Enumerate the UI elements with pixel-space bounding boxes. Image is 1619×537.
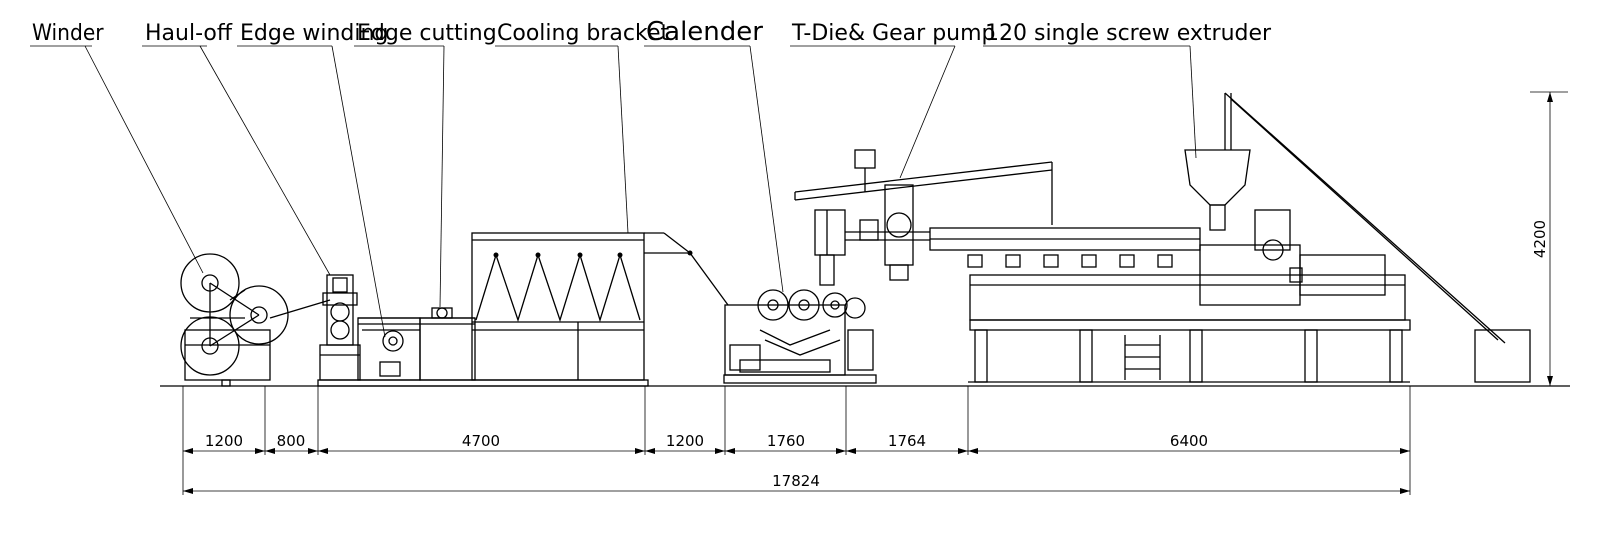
haul-off-machine	[319, 274, 361, 381]
calender-machine	[723, 210, 877, 384]
t-die-gear-pump	[794, 149, 1053, 281]
label-extruder: 120 single screw extruder	[985, 21, 1272, 46]
label-cooling-bracket: Cooling bracket	[497, 21, 669, 46]
label-t-die-gear-pump: T-Die& Gear pump	[791, 21, 996, 46]
labels: Winder Haul-off Edge winding Edge cuttin…	[32, 17, 1272, 47]
dim-cooling: 4700	[462, 432, 500, 450]
label-calender: Calender	[646, 17, 763, 47]
dim-haul-off: 800	[277, 432, 306, 450]
hopper-loader	[1224, 92, 1531, 383]
dim-calender: 1760	[767, 432, 805, 450]
label-edge-winding: Edge winding	[240, 21, 388, 46]
dim-height: 4200	[1531, 220, 1549, 258]
dim-t-die: 1764	[888, 432, 926, 450]
dim-extruder: 6400	[1170, 432, 1208, 450]
dim-total-length: 17824	[772, 472, 820, 490]
dimension-lines	[182, 91, 1568, 495]
extruder-machine	[929, 149, 1411, 383]
winder-machine	[180, 253, 331, 387]
dimension-arrows	[183, 92, 1553, 494]
dim-winder: 1200	[205, 432, 243, 450]
label-winder: Winder	[32, 19, 104, 45]
leader-lines	[84, 45, 1197, 338]
cooling-bracket	[317, 232, 729, 387]
edge-cutting-machine	[358, 307, 476, 381]
label-haul-off: Haul-off	[145, 21, 233, 46]
edge-winding-machine	[357, 317, 421, 381]
dimension-labels: 1200 800 4700 1200 1760 1764 6400 17824 …	[205, 220, 1549, 490]
label-edge-cutting: Edge cutting	[357, 21, 497, 46]
dim-gap: 1200	[666, 432, 704, 450]
